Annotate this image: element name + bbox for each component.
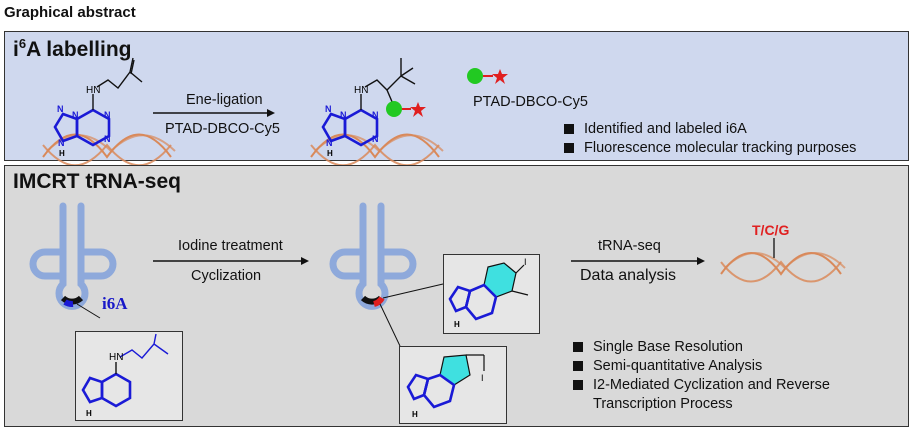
zoom-box-cyclic-5: I H xyxy=(399,346,507,424)
svg-text:N: N xyxy=(57,104,64,114)
arrow-label-data-analysis: Data analysis xyxy=(580,267,677,284)
svg-text:H: H xyxy=(454,320,460,329)
bullet-item: Single Base Resolution xyxy=(571,338,893,357)
trna-i6a-label: i6A xyxy=(102,294,128,313)
svg-text:H: H xyxy=(327,149,333,158)
i6a-structure: HN H xyxy=(81,333,169,418)
arrow-label-ene-ligation: Ene-ligation xyxy=(186,92,263,108)
graphical-abstract-title: Graphical abstract xyxy=(4,4,136,21)
purine-ring-2 xyxy=(321,108,379,147)
svg-text:N: N xyxy=(104,134,111,144)
zoom-box-i6a: HN H xyxy=(75,331,183,421)
arrow-label-ptad-dbco-cy5: PTAD-DBCO-Cy5 xyxy=(165,121,280,137)
trna-cloverleaf-2 xyxy=(329,202,417,310)
labelling-bullets: Identified and labeled i6A Fluorescence … xyxy=(562,120,856,158)
purine-ring-1 xyxy=(53,108,111,147)
svg-text:N: N xyxy=(340,110,347,120)
cy5-star-product xyxy=(410,102,426,117)
trna-cloverleaf-1 xyxy=(29,202,117,310)
reagent-label: PTAD-DBCO-Cy5 xyxy=(473,94,588,110)
svg-text:HN: HN xyxy=(109,352,123,363)
ptad-green-dot-product xyxy=(386,101,402,117)
svg-text:I: I xyxy=(524,257,527,267)
svg-text:I: I xyxy=(481,373,484,383)
imcrt-bullets: Single Base Resolution Semi-quantitative… xyxy=(571,338,893,414)
zoom-box-cyclic: I H xyxy=(443,254,540,334)
cyclic-structure-5: I H xyxy=(406,354,485,419)
mutation-label: T/C/G xyxy=(752,222,790,238)
dna-helix-seq xyxy=(720,252,846,283)
svg-text:H: H xyxy=(59,149,65,158)
bullet-item: Fluorescence molecular tracking purposes xyxy=(562,139,856,158)
svg-text:N: N xyxy=(325,104,332,114)
cy5-star xyxy=(492,69,508,84)
arrow-label-cyclization: Cyclization xyxy=(191,268,262,284)
imcrt-trna-seq-panel: IMCRT tRNA-seq xyxy=(4,165,909,427)
arrow-label-iodine-treatment: Iodine treatment xyxy=(178,238,283,254)
arrow-label-trna-seq: tRNA-seq xyxy=(598,238,661,254)
svg-text:N: N xyxy=(72,110,79,120)
cyclic-structure-6: I H xyxy=(448,257,529,329)
svg-text:N: N xyxy=(104,110,111,120)
imcrt-scheme xyxy=(29,202,846,347)
svg-text:N: N xyxy=(372,134,379,144)
ptad-green-dot xyxy=(467,68,483,84)
bullet-item: I2-Mediated Cyclization and Reverse Tran… xyxy=(571,376,893,414)
svg-text:H: H xyxy=(412,410,418,419)
svg-text:N: N xyxy=(372,110,379,120)
svg-text:N: N xyxy=(58,138,65,148)
bullet-item: Identified and labeled i6A xyxy=(562,120,856,139)
svg-text:N: N xyxy=(326,138,333,148)
svg-text:HN: HN xyxy=(86,85,100,96)
imcrt-trna-seq-title: IMCRT tRNA-seq xyxy=(13,170,181,193)
svg-text:H: H xyxy=(86,409,92,418)
i6a-labelling-title: i6A labelling xyxy=(13,36,132,61)
svg-text:HN: HN xyxy=(354,85,368,96)
bullet-item: Semi-quantitative Analysis xyxy=(571,357,893,376)
